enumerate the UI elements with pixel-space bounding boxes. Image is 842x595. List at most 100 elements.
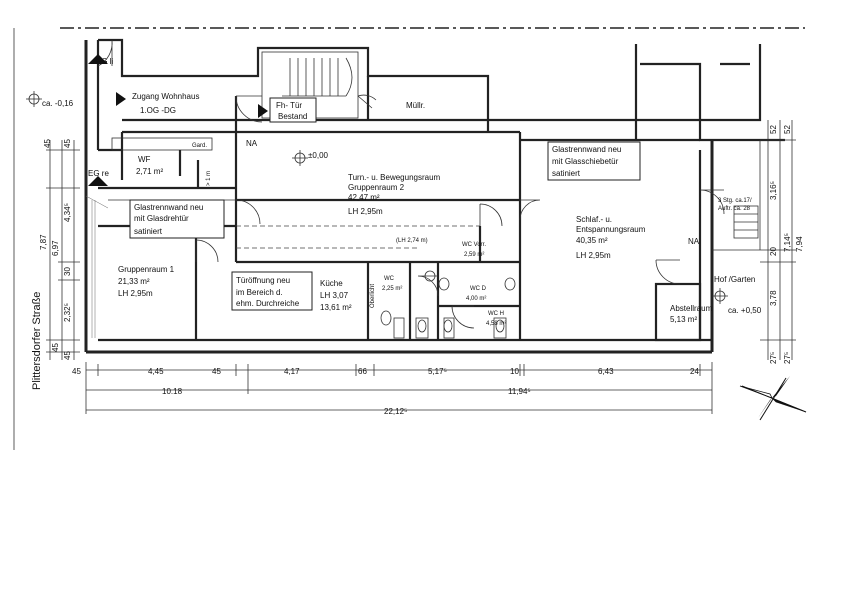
dim-r-52b: 52	[783, 125, 792, 134]
level-marker-right	[712, 288, 728, 304]
na-left-label: NA	[246, 139, 258, 148]
muell-label: Müllr.	[406, 101, 425, 110]
door-opening-line1: Türöffnung neu	[236, 276, 290, 285]
dim-l-45d: 45	[63, 351, 72, 360]
dim-r-794: 7,94	[795, 236, 804, 252]
exterior-walls	[84, 38, 785, 354]
hof-label: Hof /Garten	[714, 275, 755, 284]
yard-steps	[733, 205, 759, 239]
greater-1m-label: > 1 m	[206, 171, 212, 186]
kueche-title: Küche	[320, 279, 343, 288]
door-opening-line3: ehm. Durchreiche	[236, 299, 300, 308]
eg-re-label: EG re	[88, 169, 109, 178]
bottom-dimension-lines	[85, 362, 713, 414]
oberlicht-label: Oberlicht	[370, 284, 376, 308]
dim-b-2212: 22,12⁵	[384, 407, 407, 416]
glass-right-line1: Glastrennwand neu	[552, 145, 621, 154]
dim-r-27b: 27⁵	[783, 352, 792, 364]
zugang-label-2: 1.OG -DG	[140, 106, 176, 115]
dim-l-232: 2,32⁵	[63, 303, 72, 322]
gruppenraum1-title: Gruppenraum 1	[118, 265, 175, 274]
turnraum-title: Turn.- u. Bewegungsraum	[348, 173, 441, 182]
level-left-label: ca. -0,16	[42, 99, 74, 108]
dim-b-45b: 45	[212, 367, 221, 376]
eg-re-arrow-icon	[88, 176, 108, 186]
north-arrow-icon	[739, 376, 807, 421]
dim-l-434: 4,34⁵	[63, 203, 72, 222]
street-label: Plittersdorfer Straße	[31, 292, 43, 390]
dim-l-45a: 45	[43, 139, 52, 148]
kueche-lh: LH 3,07	[320, 291, 349, 300]
dim-b-1194: 11,94⁵	[508, 387, 531, 396]
wc-h-label: WC H	[488, 311, 504, 317]
wc-vorr-area: 2,59 m²	[464, 252, 484, 258]
glass-left-line1: Glastrennwand neu	[134, 203, 203, 212]
stg-label-2: Auftr. ca. 28	[718, 206, 751, 212]
schlafraum-subtitle: Entspannungsraum	[576, 225, 646, 234]
turnraum-lh: LH 2,95m	[348, 207, 383, 216]
schlafraum-title: Schlaf.- u.	[576, 215, 612, 224]
wc-d-area: 4,00 m²	[466, 296, 486, 302]
gruppenraum1-area: 21,33 m²	[118, 277, 150, 286]
door-opening-line2: im Bereich d.	[236, 288, 283, 297]
eg-li-label: EG li	[96, 57, 114, 66]
eg-li-arrow-icon	[88, 54, 108, 64]
wc-label: WC	[384, 276, 395, 282]
glass-left-line2: mit Glasdrehtür	[134, 214, 189, 223]
fh-door-label-2: Bestand	[278, 112, 307, 121]
glass-wall-left-callout	[129, 199, 225, 239]
dim-b-445: 4,45	[148, 367, 164, 376]
level-marker-left	[26, 91, 42, 107]
fire-door-callout	[269, 97, 317, 123]
sanitary-fixtures	[380, 270, 516, 339]
wf-area: 2,71 m²	[136, 167, 163, 176]
turnraum-subtitle: Gruppenraum 2	[348, 183, 405, 192]
na-right-label: NA	[688, 237, 700, 246]
dim-b-417: 4,17	[284, 367, 300, 376]
stair-treads	[282, 57, 353, 97]
fh-door-label-1: Fh- Tür	[276, 101, 302, 110]
dim-b-643: 6,43	[598, 367, 614, 376]
glass-right-line2: mit Glasschiebetür	[552, 157, 619, 166]
wc-vorr-label: WC Vorr.	[462, 242, 486, 248]
gard-label: Gard.	[192, 143, 207, 149]
dim-l-45b: 45	[63, 139, 72, 148]
kueche-area: 13,61 m²	[320, 303, 352, 312]
door-opening-callout	[231, 271, 313, 311]
dim-b-45a: 45	[72, 367, 81, 376]
turnraum-area: 42,47 m²	[348, 193, 380, 202]
level-marker-center	[292, 150, 308, 166]
dim-r-27a: 27⁵	[769, 352, 778, 364]
wc-h-area: 4,58 m²	[486, 321, 506, 327]
dim-l-30: 30	[63, 267, 72, 276]
toilet-icon	[380, 310, 392, 326]
wc-d-label: WC D	[470, 286, 487, 292]
dim-b-24: 24	[690, 367, 699, 376]
dim-r-20: 20	[769, 247, 778, 256]
dim-b-1018: 10.18	[162, 387, 183, 396]
interior-walls	[85, 51, 759, 342]
glass-wall-right-callout	[547, 141, 641, 181]
level-right-label: ca. +0,50	[728, 306, 762, 315]
wc-area: 2,25 m²	[382, 286, 402, 292]
dim-r-316: 3,16⁵	[769, 181, 778, 200]
dim-b-10: 10	[510, 367, 519, 376]
abstellraum-area: 5,13 m²	[670, 315, 697, 324]
gruppenraum1-lh: LH 2,95m	[118, 289, 153, 298]
glass-right-line3: satiniert	[552, 169, 581, 178]
level-zero-label: ±0,00	[308, 151, 329, 160]
dim-b-517: 5,17⁵	[428, 367, 447, 376]
dim-r-714: 7,14⁵	[783, 233, 792, 252]
wf-label: WF	[138, 155, 151, 164]
left-dimension-lines	[46, 140, 80, 360]
bay-hatch	[85, 195, 109, 338]
dim-r-52a: 52	[769, 125, 778, 134]
fire-door-arrow-icon	[258, 104, 268, 118]
abstellraum-title: Abstellraum	[670, 304, 713, 313]
lh-274-label: (LH 2,74 m)	[396, 238, 428, 244]
level-markers	[26, 91, 728, 304]
entrance-arrow-icon	[116, 92, 126, 106]
right-dimension-lines	[760, 120, 796, 360]
schlafraum-area: 40,35 m²	[576, 236, 608, 245]
